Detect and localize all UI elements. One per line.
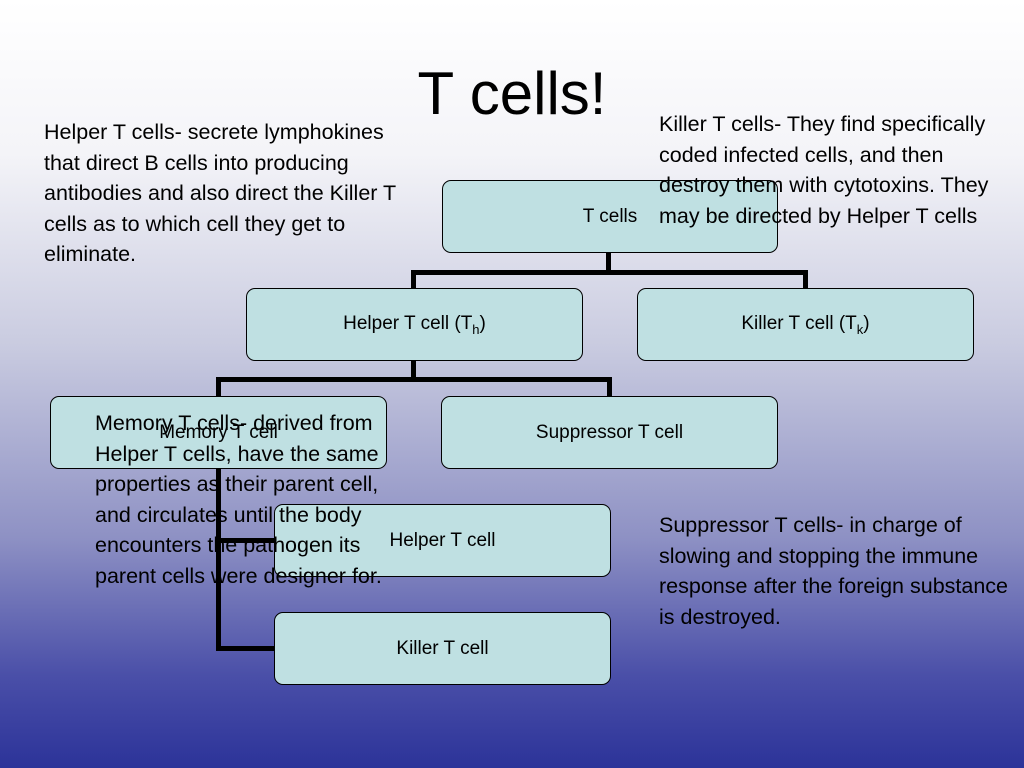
box-memory-killer-t-cell: Killer T cell bbox=[274, 612, 611, 685]
box-suppressor-t-cell-label: Suppressor T cell bbox=[535, 421, 684, 443]
box-t-cells: T cells bbox=[442, 180, 778, 253]
box-memory-helper-label: Helper T cell bbox=[389, 529, 496, 551]
helper-t-cells-note: Helper T cells- secrete lymphokines that… bbox=[44, 120, 396, 267]
connector-to-suppressor bbox=[607, 377, 612, 398]
connector-to-memory bbox=[216, 377, 221, 398]
box-suppressor-t-cell: Suppressor T cell bbox=[441, 396, 778, 469]
box-killer-t-cell-label: Killer T cell (Tk) bbox=[741, 313, 869, 337]
killer-t-cells-note: Killer T cells- They find specifically c… bbox=[659, 112, 989, 228]
helper-label-text: Helper T cell (T bbox=[343, 312, 473, 334]
connector-level2-horizontal bbox=[216, 377, 612, 382]
box-memory-t-cell-label: Memory T cell bbox=[159, 421, 278, 443]
connector-root-down bbox=[606, 252, 611, 274]
killer-subscript: k bbox=[856, 321, 864, 337]
box-memory-helper-t-cell: Helper T cell bbox=[274, 504, 611, 577]
box-killer-t-cell: Killer T cell (Tk) bbox=[637, 288, 974, 361]
connector-level1-horizontal bbox=[411, 270, 808, 275]
connector-to-helper bbox=[411, 270, 416, 290]
box-helper-t-cell-label: Helper T cell (Th) bbox=[343, 313, 486, 337]
box-t-cells-label: T cells bbox=[582, 205, 638, 227]
killer-label-tail: ) bbox=[863, 312, 870, 334]
box-helper-t-cell: Helper T cell (Th) bbox=[246, 288, 583, 361]
connector-memory-trunk bbox=[216, 467, 221, 651]
suppressor-t-cells-note: Suppressor T cells- in charge of slowing… bbox=[659, 513, 1008, 629]
killer-label-text: Killer T cell (T bbox=[741, 312, 857, 334]
connector-to-mem-killer bbox=[216, 646, 276, 651]
box-memory-killer-label: Killer T cell bbox=[396, 637, 489, 659]
slide-title: T cells! bbox=[417, 60, 607, 127]
box-memory-t-cell: Memory T cell bbox=[50, 396, 387, 469]
connector-helper-down bbox=[411, 359, 416, 381]
connector-to-mem-helper bbox=[216, 538, 276, 543]
helper-label-tail: ) bbox=[479, 312, 486, 334]
helper-subscript: h bbox=[472, 321, 480, 337]
memory-t-cells-note: Memory T cells- derived from Helper T ce… bbox=[95, 411, 382, 588]
connector-to-killer bbox=[803, 270, 808, 290]
